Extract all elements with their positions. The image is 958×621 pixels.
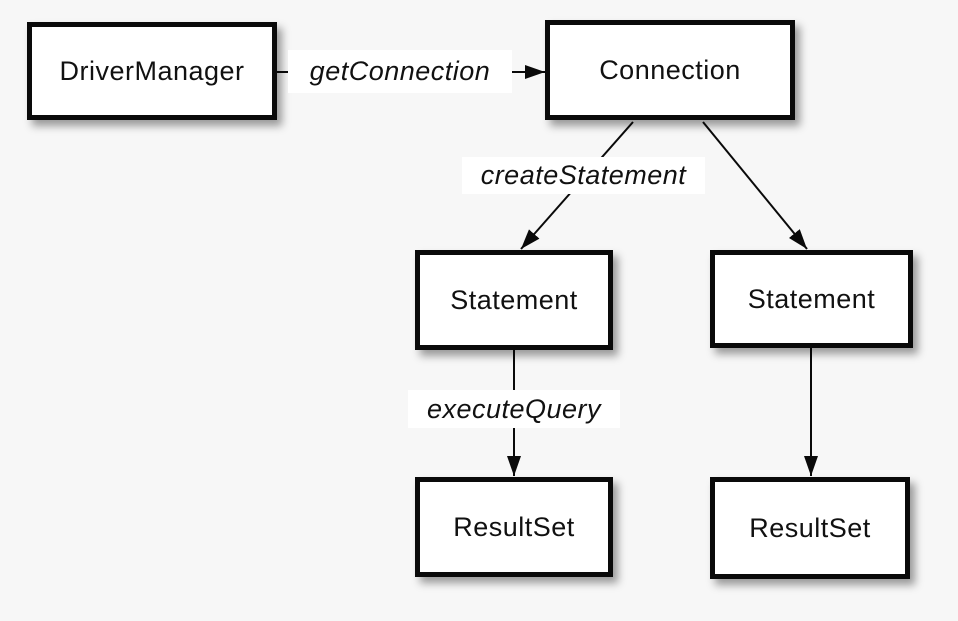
node-statement-left-label: Statement — [450, 284, 578, 315]
node-driver-manager-label: DriverManager — [59, 55, 245, 86]
node-resultset-left: ResultSet — [415, 477, 613, 577]
node-statement-right-label: Statement — [747, 283, 876, 314]
node-resultset-left-label: ResultSet — [453, 511, 575, 542]
node-statement-right: Statement — [710, 250, 913, 348]
node-statement-left: Statement — [415, 250, 613, 350]
node-resultset-right-label: ResultSet — [749, 512, 871, 543]
node-resultset-right: ResultSet — [710, 477, 910, 579]
edge-connection-to-statement-right-arrow — [702, 121, 808, 250]
node-connection: Connection — [545, 20, 795, 120]
edge-label-createstatement: createStatement — [462, 157, 705, 194]
node-connection-label: Connection — [599, 54, 741, 85]
edge-label-executequery: executeQuery — [408, 390, 620, 428]
node-driver-manager: DriverManager — [27, 22, 277, 120]
edge-label-getconnection: getConnection — [288, 50, 512, 93]
